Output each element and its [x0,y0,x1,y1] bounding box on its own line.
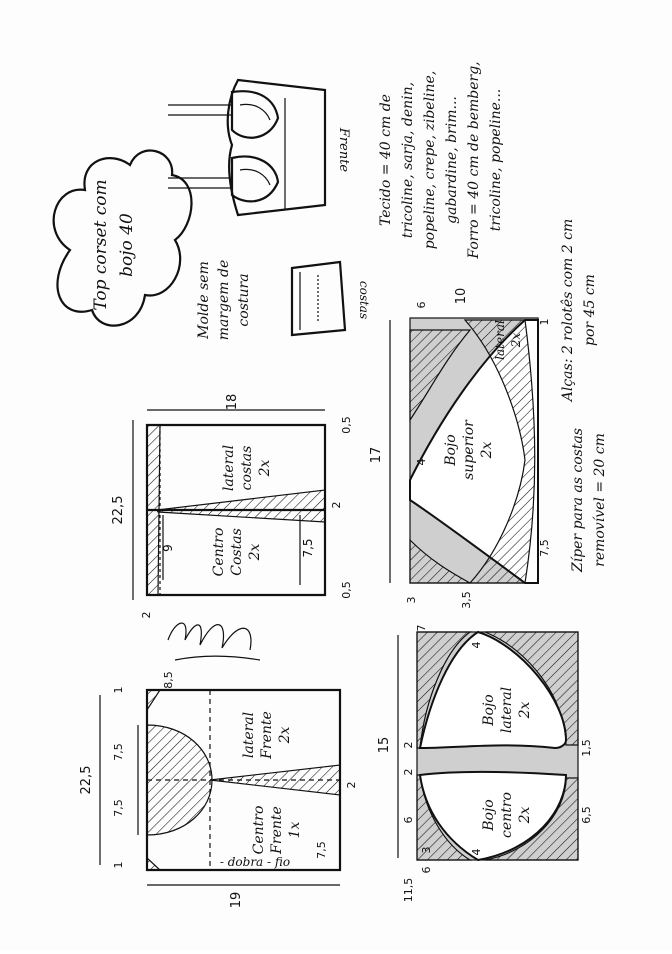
svg-text:6: 6 [402,817,415,824]
svg-text:4: 4 [470,849,483,856]
mold-note: Molde sem margem de costura [196,260,252,341]
svg-text:7,5: 7,5 [315,841,328,859]
front-sketch: Frente [168,78,351,217]
svg-text:22,5: 22,5 [111,496,126,525]
svg-text:4: 4 [470,642,483,649]
svg-text:2: 2 [345,782,358,789]
svg-text:costas: costas [239,446,255,491]
svg-text:3,5: 3,5 [460,591,473,609]
bojo-superior-piece: Bojo superior 2x lateral 2x 17 10 6 4 1 … [369,288,551,609]
svg-text:1: 1 [112,862,125,869]
svg-text:1: 1 [538,319,551,326]
svg-text:3: 3 [420,847,433,854]
svg-text:2x: 2x [517,806,533,824]
svg-text:7,5: 7,5 [112,799,125,817]
svg-text:Centro: Centro [211,528,227,577]
svg-text:Tecido = 40 cm de: Tecido = 40 cm de [378,94,394,226]
svg-text:1x: 1x [287,821,303,838]
svg-text:removível = 20 cm: removível = 20 cm [592,433,608,567]
svg-text:superior: superior [461,419,477,480]
svg-text:1,5: 1,5 [580,739,593,757]
svg-text:9: 9 [161,544,175,552]
alcas-note: Alças: 2 rolotês com 2 cm por 45 cm [560,219,598,404]
svg-text:lateral: lateral [241,712,257,758]
svg-text:Bojo: Bojo [481,799,497,832]
label-frente: Frente [336,127,351,173]
svg-text:Costas: Costas [229,528,245,575]
svg-text:Molde sem: Molde sem [196,261,212,340]
svg-text:costura: costura [236,273,252,326]
dobra-fio: - dobra - fio [220,855,290,869]
svg-text:10: 10 [454,288,469,305]
svg-text:lateral: lateral [499,687,515,733]
svg-text:popeline, crepe, zibeline,: popeline, crepe, zibeline, [422,71,438,250]
svg-text:tricoline, popeline...: tricoline, popeline... [488,89,504,231]
title-line2: bojo 40 [117,213,137,277]
signature [167,622,261,661]
back-sketch: costas [290,260,371,337]
svg-text:7: 7 [415,625,428,632]
svg-text:centro: centro [499,792,515,838]
svg-text:4: 4 [415,459,428,466]
svg-text:Alças: 2 rolotês com 2 cm: Alças: 2 rolotês com 2 cm [560,219,576,404]
svg-text:2x: 2x [277,726,293,744]
svg-text:Zíper para as costas: Zíper para as costas [570,428,586,573]
svg-text:Frente: Frente [259,711,275,760]
back-pieces: lateral costas 2x Centro Costas 2x 22,5 … [111,394,353,619]
ziper-note: Zíper para as costas removível = 20 cm [570,428,608,573]
front-pieces: lateral Frente 2x Centro Frente 1x - dob… [79,671,358,908]
svg-text:7,5: 7,5 [301,538,315,557]
svg-text:2: 2 [330,502,343,509]
svg-text:Forro = 40 cm de bemberg,: Forro = 40 cm de bemberg, [466,61,482,259]
svg-text:3: 3 [405,597,418,604]
svg-text:6: 6 [420,867,433,874]
svg-text:lateral: lateral [221,445,237,491]
svg-text:7,5: 7,5 [112,743,125,761]
svg-text:0,5: 0,5 [340,581,353,599]
label-costas: costas [357,281,371,319]
svg-text:2x: 2x [479,441,495,459]
svg-text:7,5: 7,5 [538,539,551,557]
svg-text:2: 2 [140,612,153,619]
svg-text:2x: 2x [247,543,263,561]
bojo-cups-piece: Bojo lateral 2x Bojo centro 2x 15 7 4 4 … [377,625,593,903]
svg-text:Frente: Frente [269,806,285,855]
svg-text:2: 2 [402,742,415,749]
svg-text:Bojo: Bojo [443,434,459,467]
svg-text:2x: 2x [257,459,273,477]
svg-text:por 45 cm: por 45 cm [582,274,598,346]
title-line1: Top corset com [91,179,111,310]
svg-text:0,5: 0,5 [340,416,353,434]
svg-text:1: 1 [112,687,125,694]
svg-text:15: 15 [377,737,392,754]
svg-text:18: 18 [225,394,240,411]
svg-text:2x: 2x [509,333,523,349]
svg-text:tricoline, sarja, denin,: tricoline, sarja, denin, [400,82,416,238]
svg-text:2x: 2x [517,701,533,719]
svg-text:lateral: lateral [493,320,507,360]
svg-text:11,5: 11,5 [402,878,415,903]
svg-text:19: 19 [229,892,244,909]
svg-text:6,5: 6,5 [580,806,593,824]
svg-text:Centro: Centro [251,806,267,855]
svg-text:2: 2 [402,769,415,776]
svg-text:8,5: 8,5 [162,671,175,689]
svg-text:22,5: 22,5 [79,766,94,795]
svg-text:17: 17 [369,447,384,464]
title-cloud: Top corset com bojo 40 [52,149,193,327]
svg-text:margem de: margem de [216,260,232,341]
svg-text:Bojo: Bojo [481,694,497,727]
fabric-text: Tecido = 40 cm de tricoline, sarja, deni… [378,61,504,259]
svg-text:6: 6 [415,302,428,309]
svg-text:gabardine, brim...: gabardine, brim... [444,96,460,224]
